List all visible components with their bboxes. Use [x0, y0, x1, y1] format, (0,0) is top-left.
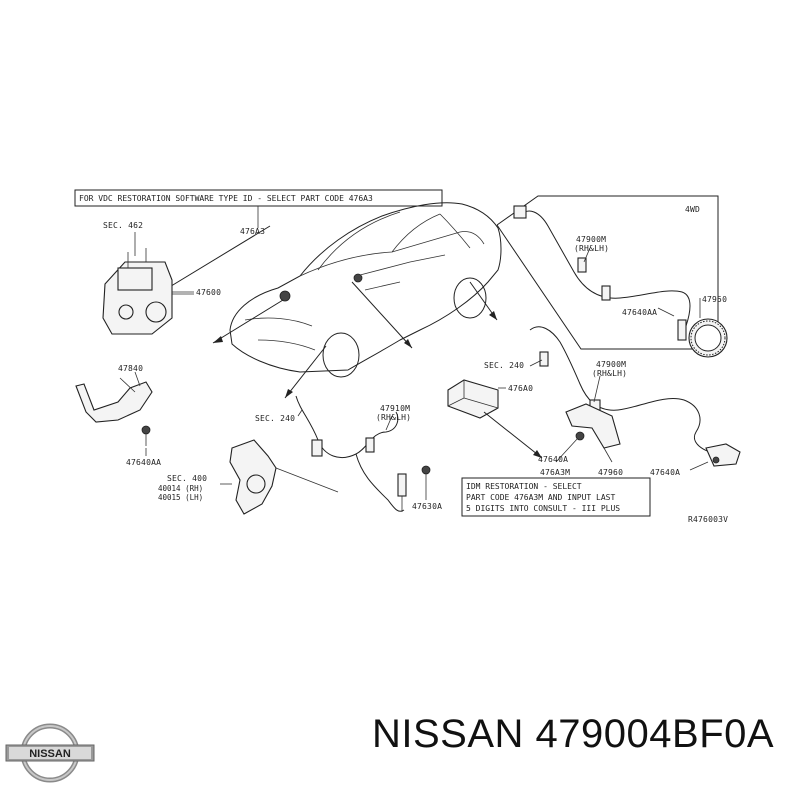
idm-note-line-3: 5 DIGITS INTO CONSULT - III PLUS [466, 504, 620, 513]
leader-lines [134, 206, 709, 500]
label-47840: 47840 [118, 364, 143, 373]
part-number-caption: NISSAN 479004BF0A [372, 712, 775, 756]
vehicle-outline [229, 202, 502, 378]
label-47640a-mid: 47640A [538, 455, 568, 464]
callout-arrows [157, 225, 498, 399]
label-476a3: 476A3 [240, 227, 265, 236]
front-sensor-47910m [295, 395, 431, 512]
label-47900m: 47900M [596, 360, 626, 369]
idm-note-line-2: PART CODE 476A3M AND INPUT LAST [466, 493, 615, 502]
vdc-note-text: FOR VDC RESTORATION SOFTWARE TYPE ID - S… [79, 194, 373, 203]
label-476a0: 476A0 [508, 384, 533, 393]
label-47630a: 47630A [412, 502, 442, 511]
abs-actuator-unit [102, 232, 194, 335]
label-sec-240-left: SEC. 240 [255, 414, 295, 423]
inset-sensor-47900m [513, 205, 728, 358]
steering-knuckle [229, 439, 339, 515]
nissan-logo: NISSAN [5, 723, 95, 783]
label-rhlh-left: (RH&LH) [376, 413, 411, 422]
four-wd-inset: 4WD [496, 195, 719, 350]
label-47640aa-inset: 47640AA [622, 308, 657, 317]
label-rhlh-inset: (RH&LH) [574, 244, 609, 253]
rear-sensor-47900m [529, 326, 741, 467]
label-sec-462: SEC. 462 [103, 221, 143, 230]
label-47950: 47950 [702, 295, 727, 304]
inset-title: 4WD [685, 205, 700, 214]
label-40014: 40014 (RH) [158, 484, 203, 493]
label-476a3m: 476A3M [540, 468, 570, 477]
label-rhlh-right: (RH&LH) [592, 369, 627, 378]
label-47910m: 47910M [380, 404, 410, 413]
label-47600: 47600 [196, 288, 221, 297]
label-40015: 40015 (LH) [158, 493, 203, 502]
label-47640a-right: 47640A [650, 468, 680, 477]
idm-module [447, 379, 543, 459]
part-labels: SEC. 462 476A3 47600 47840 47640AA SEC. … [103, 221, 728, 524]
label-47900m-inset: 47900M [576, 235, 606, 244]
idm-note-box: IDM RESTORATION - SELECT PART CODE 476A3… [461, 477, 651, 517]
label-47960: 47960 [598, 468, 623, 477]
idm-note-line-1: IDM RESTORATION - SELECT [466, 482, 582, 491]
label-sec-240-right: SEC. 240 [484, 361, 524, 370]
label-sec-400: SEC. 400 [167, 474, 207, 483]
logo-text: NISSAN [29, 748, 71, 760]
vdc-note-box: FOR VDC RESTORATION SOFTWARE TYPE ID - S… [74, 189, 443, 207]
label-47640aa-left: 47640AA [126, 458, 161, 467]
bracket-47840 [75, 377, 153, 446]
reference-code: R476003V [688, 515, 728, 524]
